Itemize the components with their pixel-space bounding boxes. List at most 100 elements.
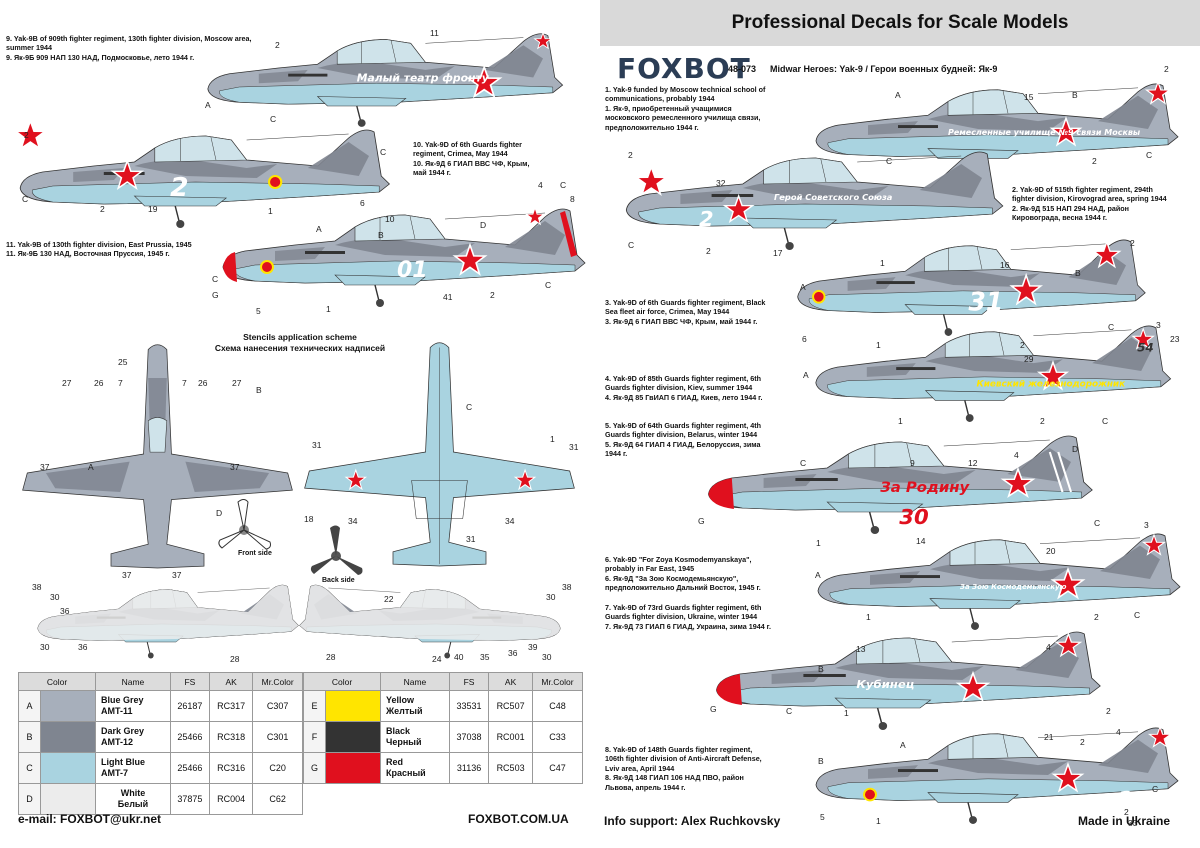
svg-text:21: 21 xyxy=(1044,732,1054,742)
svg-text:4: 4 xyxy=(538,180,543,190)
svg-text:27: 27 xyxy=(62,378,72,388)
callout-labels-bottom-view: C 31 1 31 34 34 31 xyxy=(312,402,579,544)
color-swatch xyxy=(40,721,96,753)
svg-text:41: 41 xyxy=(443,292,453,302)
svg-text:B: B xyxy=(1072,90,1078,100)
svg-text:3: 3 xyxy=(1156,320,1161,330)
svg-text:C: C xyxy=(886,156,892,166)
plane-6-profile: За Зою Космодемьянскую xyxy=(817,533,1181,631)
svg-text:1: 1 xyxy=(898,416,903,426)
svg-text:19: 19 xyxy=(148,204,158,214)
stencil-side-left xyxy=(37,584,299,660)
svg-text:11: 11 xyxy=(430,28,439,38)
svg-text:2: 2 xyxy=(1106,706,1111,716)
brand-logo: FOXBOT xyxy=(617,52,751,85)
svg-text:A: A xyxy=(803,370,809,380)
svg-text:A: A xyxy=(88,462,94,472)
plane-7-profile: Кубинец xyxy=(715,631,1101,731)
svg-text:A: A xyxy=(900,740,906,750)
color-swatch xyxy=(40,783,96,815)
svg-text:40: 40 xyxy=(454,652,464,662)
svg-text:39: 39 xyxy=(528,642,538,652)
plane-10-number: 2 xyxy=(170,173,188,203)
svg-text:20: 20 xyxy=(1046,546,1056,556)
svg-text:28: 28 xyxy=(230,654,240,664)
svg-text:16: 16 xyxy=(1000,260,1010,270)
svg-text:C: C xyxy=(1152,784,1158,794)
caption-1: 1. Yak-9 funded by Moscow technical scho… xyxy=(605,85,766,132)
svg-text:2: 2 xyxy=(628,150,633,160)
plane-5-number: 30 xyxy=(899,506,928,529)
svg-text:C: C xyxy=(1108,322,1114,332)
svg-text:A: A xyxy=(316,224,322,234)
svg-text:31: 31 xyxy=(569,442,579,452)
caption-4: 4. Yak-9D of 85th Guards fighter regimen… xyxy=(605,374,763,402)
svg-text:2: 2 xyxy=(1040,416,1045,426)
svg-text:33: 33 xyxy=(1128,818,1138,828)
svg-text:1: 1 xyxy=(876,816,881,826)
svg-text:B: B xyxy=(256,385,262,395)
caption-6: 6. Yak-9D "For Zoya Kosmodemyanskaya", p… xyxy=(605,555,761,593)
svg-text:1: 1 xyxy=(326,304,331,314)
svg-text:4: 4 xyxy=(1116,727,1121,737)
svg-text:2: 2 xyxy=(1092,156,1097,166)
svg-text:36: 36 xyxy=(78,642,88,652)
plane-2-profile: 2 Герой Советского Союза xyxy=(625,151,1004,251)
svg-text:5: 5 xyxy=(256,306,261,316)
svg-text:14: 14 xyxy=(916,536,926,546)
footer-info: Info support: Alex Ruchkovsky xyxy=(604,814,781,828)
svg-text:2: 2 xyxy=(706,246,711,256)
svg-text:30: 30 xyxy=(546,592,556,602)
svg-text:2: 2 xyxy=(1020,340,1025,350)
svg-text:G: G xyxy=(212,290,219,300)
svg-text:31: 31 xyxy=(466,534,476,544)
plane-5-inscription: За Родину xyxy=(880,480,970,496)
svg-text:B: B xyxy=(378,230,384,240)
svg-text:C: C xyxy=(380,147,386,157)
svg-text:B: B xyxy=(1075,268,1081,278)
svg-text:C: C xyxy=(1102,416,1108,426)
svg-text:5: 5 xyxy=(820,812,825,822)
plane-3-number: 31 xyxy=(969,287,1004,316)
svg-text:1: 1 xyxy=(844,708,849,718)
svg-text:A: A xyxy=(815,570,821,580)
caption-3: 3. Yak-9D of 6th Guards fighter regiment… xyxy=(605,298,766,326)
svg-text:D: D xyxy=(216,508,222,518)
header-ak: AK xyxy=(208,672,254,691)
plane-9-profile: Малый театр фронту xyxy=(207,32,564,128)
svg-text:7: 7 xyxy=(182,378,187,388)
caption-9: 9. Yak-9B of 909th fighter regiment, 130… xyxy=(6,34,252,62)
back-side-label: Back side xyxy=(322,577,355,584)
svg-text:2: 2 xyxy=(1164,64,1169,74)
svg-text:9: 9 xyxy=(910,458,915,468)
svg-text:30: 30 xyxy=(542,652,552,662)
svg-text:C: C xyxy=(800,458,806,468)
svg-text:28: 28 xyxy=(326,652,336,662)
header-mr: Mr.Color xyxy=(252,672,303,691)
svg-text:25: 25 xyxy=(118,357,128,367)
caption-11: 11. Yak-9B of 130th fighter division, Ea… xyxy=(6,240,192,259)
svg-text:13: 13 xyxy=(856,644,866,654)
plane-7-inscription: Кубинец xyxy=(856,677,914,691)
svg-text:2: 2 xyxy=(1094,612,1099,622)
plane-bottom-view xyxy=(304,342,575,567)
svg-text:29: 29 xyxy=(1024,354,1034,364)
sheet-subtitle: Midwar Heroes: Yak-9 / Герои военных буд… xyxy=(770,64,998,74)
svg-text:1: 1 xyxy=(268,206,273,216)
svg-text:32: 32 xyxy=(716,178,726,188)
plane-2-number: 2 xyxy=(699,207,713,231)
plane-4-inscription: Киевский железнодорожник xyxy=(977,380,1127,390)
svg-text:30: 30 xyxy=(50,592,60,602)
footer-email[interactable]: e-mail: FOXBOT@ukr.net xyxy=(18,812,162,826)
front-side-label: Front side xyxy=(238,550,272,557)
product-code: 48-073 xyxy=(728,64,757,74)
svg-text:22: 22 xyxy=(384,594,394,604)
callout-labels-right: 2 A 15 B C 2 C 2 32 C 2 17 1 2 16 B A 6 … xyxy=(628,64,1180,828)
svg-text:24: 24 xyxy=(432,654,442,664)
footer-site[interactable]: FOXBOT.COM.UA xyxy=(468,812,569,826)
